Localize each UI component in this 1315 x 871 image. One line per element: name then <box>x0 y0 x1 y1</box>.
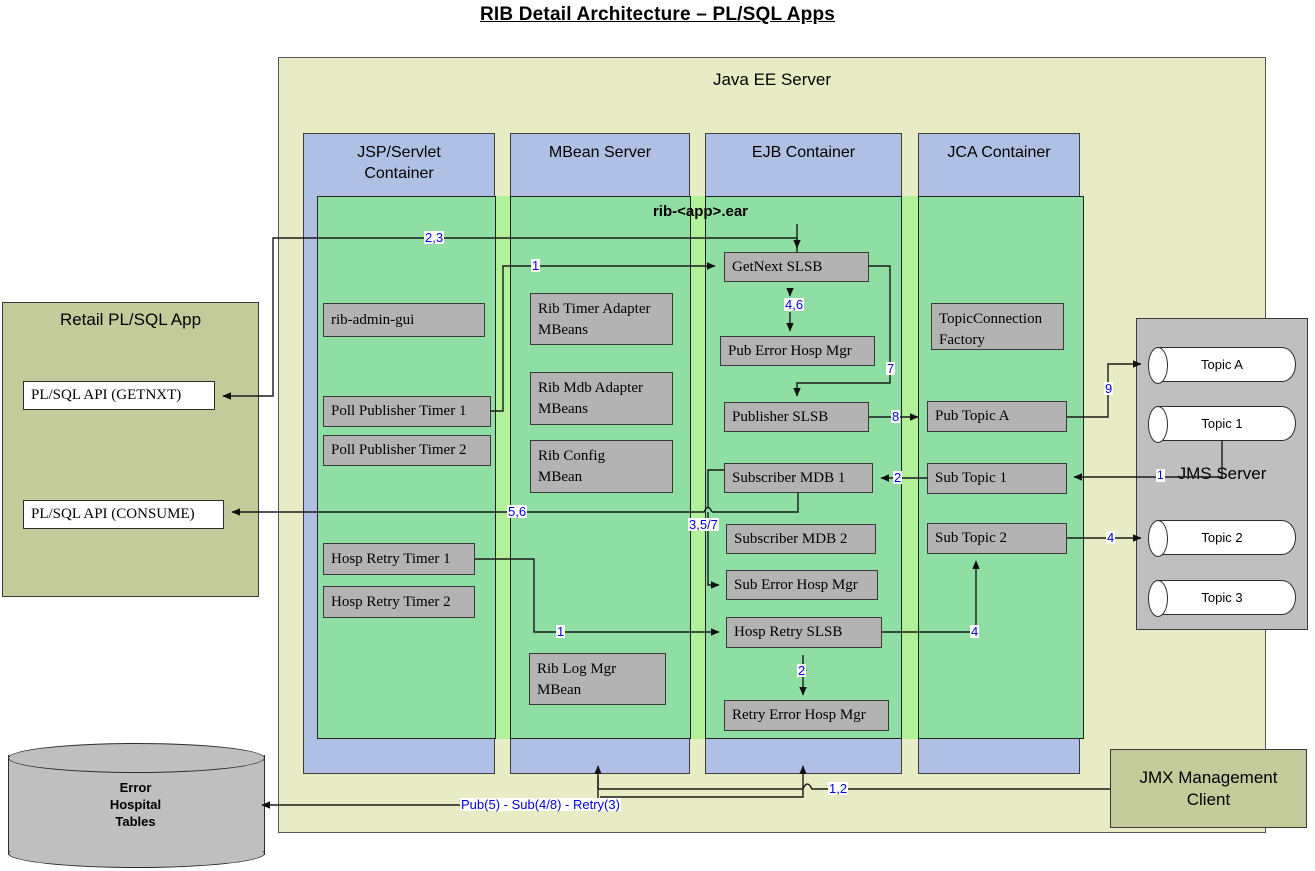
topic-cylinder-topic-1[interactable]: Topic 1 <box>1148 406 1296 443</box>
component-sub-error-hosp-mgr[interactable]: Sub Error Hosp Mgr <box>726 570 878 600</box>
component-subscriber-mdb-1[interactable]: Subscriber MDB 1 <box>724 463 873 493</box>
connector-label-hosp-timer-to-retry-slsb: 1 <box>556 624 566 639</box>
component-rib-log-mgr-mbean[interactable]: Rib Log Mgr MBean <box>529 653 666 705</box>
component-sub-topic-1[interactable]: Sub Topic 1 <box>927 463 1067 494</box>
component-label: Retry Error Hosp Mgr <box>732 707 866 723</box>
connector-label-subtopic2-to-topic2: 4 <box>1106 530 1116 545</box>
component-publisher-slsb[interactable]: Publisher SLSB <box>724 402 869 432</box>
cylinder-cap <box>1148 580 1168 617</box>
ear-gutter-2 <box>690 196 706 739</box>
cylinder-body <box>1157 580 1296 615</box>
topic-cylinder-topic-3[interactable]: Topic 3 <box>1148 580 1296 617</box>
component-label-line-1: Rib Timer Adapter <box>538 301 651 317</box>
component-label: PL/SQL API (GETNXT) <box>31 387 182 403</box>
component-retry-error-hosp-mgr[interactable]: Retry Error Hosp Mgr <box>724 700 889 731</box>
component-label: Pub Error Hosp Mgr <box>728 342 852 359</box>
connector-label-pubtopic-to-topica: 9 <box>1104 381 1114 396</box>
component-pub-error-hosp-mgr[interactable]: Pub Error Hosp Mgr <box>720 336 875 366</box>
component-rib-config-mbean[interactable]: Rib Config MBean <box>530 440 673 493</box>
component-label: Publisher SLSB <box>732 408 829 425</box>
component-label: Poll Publisher Timer 2 <box>331 442 467 458</box>
component-getnext-slsb[interactable]: GetNext SLSB <box>724 252 869 282</box>
connector-label-mdb1-to-plsql-consume: 5,6 <box>507 504 528 519</box>
connector-label-subtopic1-to-mdb1: 2 <box>893 470 903 485</box>
topic-label: Topic 2 <box>1201 530 1243 545</box>
component-label: Hosp Retry Timer 2 <box>331 593 451 610</box>
component-label: Sub Error Hosp Mgr <box>734 576 858 593</box>
connector-label-mdb1-to-sub-error: 3,5/7 <box>688 517 719 532</box>
ear-gutter-1 <box>495 196 511 739</box>
component-label-line-2: MBean <box>537 682 582 698</box>
component-label: Hosp Retry Timer 1 <box>331 550 451 567</box>
cylinder-cap <box>1148 520 1168 557</box>
component-plsql-api-getnxt[interactable]: PL/SQL API (GETNXT) <box>23 381 215 410</box>
connector-label-retry-slsb-to-subtopic2: 4 <box>970 624 980 639</box>
component-label-line-2: MBeans <box>538 401 588 417</box>
component-label: PL/SQL API (CONSUME) <box>31 506 195 522</box>
rib-app-ear-label: rib-<app>.ear <box>652 203 749 220</box>
component-pub-topic-a[interactable]: Pub Topic A <box>927 401 1067 432</box>
component-label: Hosp Retry SLSB <box>734 624 843 640</box>
connector-label-retry-slsb-to-retry-error: 2 <box>797 663 807 678</box>
component-label-line-1: TopicConnection <box>939 311 1043 327</box>
component-rib-timer-adapter-mbeans[interactable]: Rib Timer Adapter MBeans <box>530 293 673 345</box>
component-label-line-1: Rib Mdb Adapter <box>538 380 643 396</box>
topic-label: Topic A <box>1201 357 1243 372</box>
cylinder-body <box>1157 520 1296 555</box>
component-hosp-retry-timer-2[interactable]: Hosp Retry Timer 2 <box>323 586 475 618</box>
topic-cylinder-topic-2[interactable]: Topic 2 <box>1148 520 1296 557</box>
cylinder-body <box>1157 347 1296 382</box>
component-poll-publisher-timer-1[interactable]: Poll Publisher Timer 1 <box>323 396 491 427</box>
connector-label-publisher-to-pubtopic: 8 <box>891 409 901 424</box>
topic-cylinder-topic-a[interactable]: Topic A <box>1148 347 1296 384</box>
connector-label-getnext-pub-error: 4,6 <box>784 297 805 312</box>
ejb-container-label: EJB Container <box>751 144 856 161</box>
topic-label: Topic 3 <box>1201 590 1243 605</box>
component-label: Sub Topic 2 <box>935 530 1008 546</box>
component-label: GetNext SLSB <box>732 258 823 275</box>
cylinder-body <box>1157 406 1296 441</box>
page-title: RIB Detail Architecture – PL/SQL Apps <box>479 4 836 25</box>
component-label-line-1: Rib Config <box>538 448 606 464</box>
component-label-line-2: Factory <box>939 332 985 348</box>
ear-gutter-3 <box>901 196 919 739</box>
java-ee-server-label: Java EE Server <box>712 70 832 89</box>
component-label: Subscriber MDB 2 <box>734 530 848 547</box>
component-label: Subscriber MDB 1 <box>732 469 846 486</box>
connector-label-topic1-to-subtopic1: 1 <box>1156 468 1165 482</box>
db-cylinder-top <box>8 743 265 773</box>
jca-container-label: JCA Container <box>947 144 1051 161</box>
component-poll-publisher-timer-2[interactable]: Poll Publisher Timer 2 <box>323 435 491 466</box>
component-label-line-2: MBean <box>538 469 583 485</box>
retail-plsql-app-label: Retail PL/SQL App <box>59 310 202 329</box>
cylinder-cap <box>1148 347 1168 384</box>
connector-label-hospital-line: Pub(5) - Sub(4/8) - Retry(3) <box>460 797 621 812</box>
component-subscriber-mdb-2[interactable]: Subscriber MDB 2 <box>726 524 876 554</box>
component-label-line-1: Rib Log Mgr <box>537 661 617 677</box>
component-label: Pub Topic A <box>935 408 1010 424</box>
retail-plsql-app-box <box>2 302 259 597</box>
component-sub-topic-2[interactable]: Sub Topic 2 <box>927 523 1067 554</box>
component-plsql-api-consume[interactable]: PL/SQL API (CONSUME) <box>23 500 224 529</box>
component-rib-mdb-adapter-mbeans[interactable]: Rib Mdb Adapter MBeans <box>530 372 673 425</box>
component-rib-admin-gui[interactable]: rib-admin-gui <box>323 303 485 337</box>
component-label: Sub Topic 1 <box>935 470 1008 486</box>
component-label-line-2: MBeans <box>538 322 588 338</box>
component-topic-connection-factory[interactable]: TopicConnection Factory <box>931 303 1064 350</box>
connector-label-poll-to-getnext: 1 <box>531 258 541 273</box>
component-hosp-retry-slsb[interactable]: Hosp Retry SLSB <box>726 617 882 648</box>
connector-label-getnext-to-plsql: 2,3 <box>424 230 445 245</box>
component-label: Poll Publisher Timer 1 <box>331 403 467 419</box>
component-hosp-retry-timer-1[interactable]: Hosp Retry Timer 1 <box>323 543 475 575</box>
topic-label: Topic 1 <box>1201 416 1243 431</box>
connector-label-jmx-line: 1,2 <box>828 781 849 796</box>
connector-label-pub-error-to-publisher: 7 <box>886 361 896 376</box>
component-label: rib-admin-gui <box>331 311 415 328</box>
mbean-server-label: MBean Server <box>548 144 652 161</box>
